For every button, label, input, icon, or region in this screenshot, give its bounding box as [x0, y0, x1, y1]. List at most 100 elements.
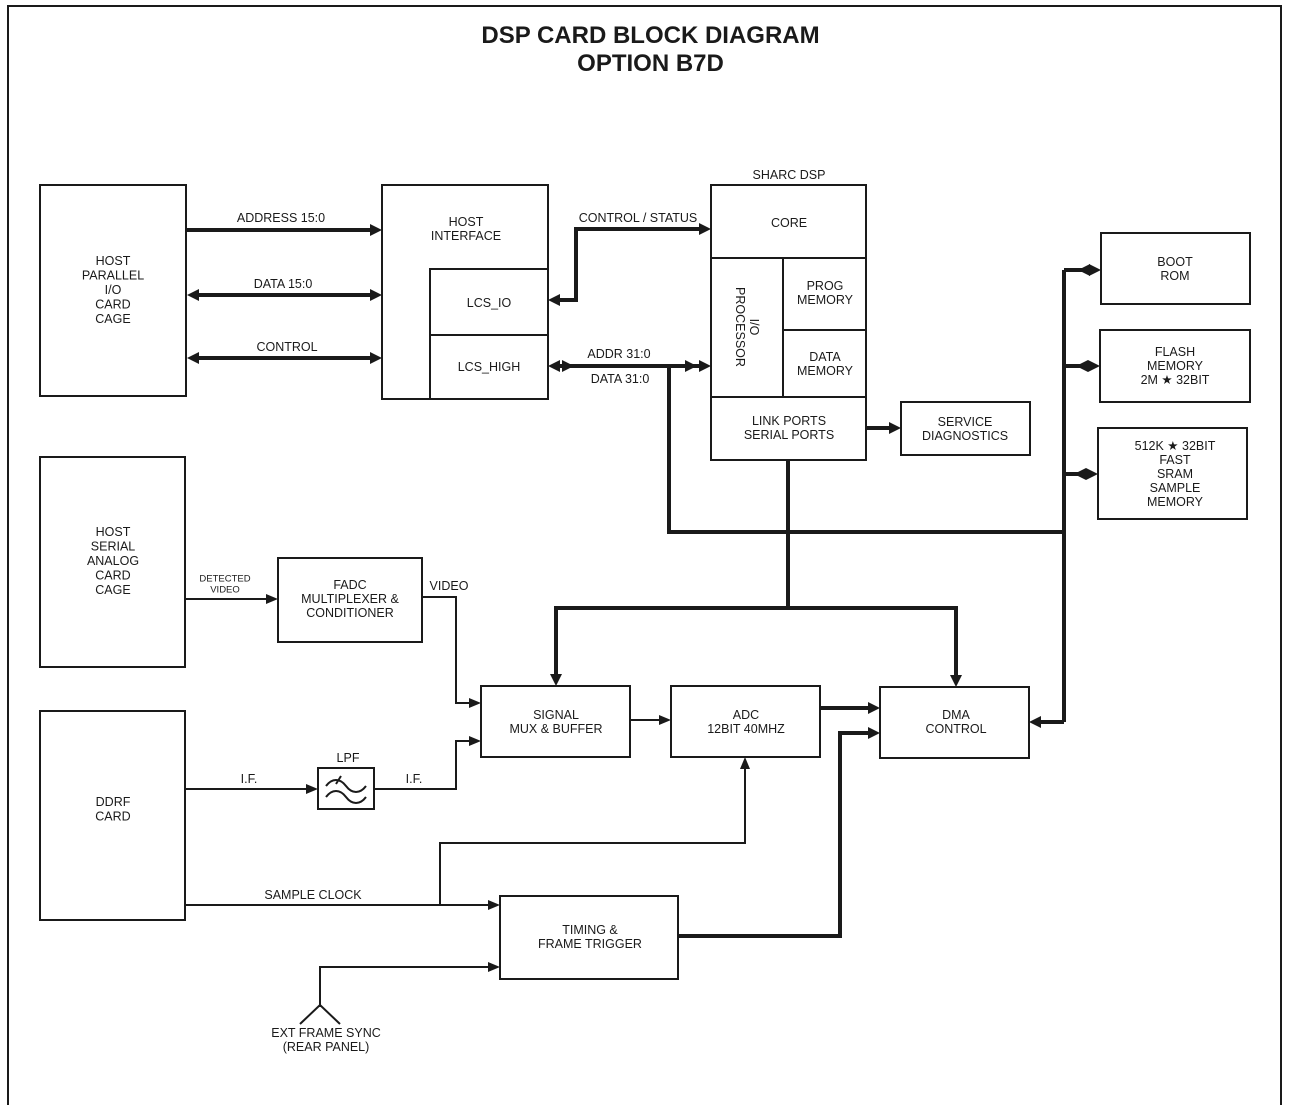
label-line: SERIAL PORTS — [744, 428, 834, 442]
label-line: I/O — [747, 319, 761, 336]
title-line-2: OPTION B7D — [577, 50, 724, 77]
label-line: HOST — [96, 254, 131, 268]
label-line: FADC — [333, 578, 366, 592]
data31-label: DATA 31:0 — [591, 372, 650, 386]
label-line: ANALOG — [87, 554, 139, 568]
label-line: FRAME TRIGGER — [538, 937, 642, 951]
title-line-1: DSP CARD BLOCK DIAGRAM — [481, 22, 820, 49]
control-status-label: CONTROL / STATUS — [579, 211, 698, 225]
label-line: CONDITIONER — [306, 606, 394, 620]
lcs-high-label: LCS_HIGH — [458, 360, 521, 374]
label-line: CONTROL — [925, 722, 986, 736]
label-line: SIGNAL — [533, 708, 579, 722]
label-line: SAMPLE — [1150, 481, 1201, 495]
sample-clock-label: SAMPLE CLOCK — [264, 888, 362, 902]
label-line: 2M ★ 32BIT — [1141, 373, 1210, 387]
label-line: DETECTED — [199, 574, 250, 585]
data-bus-label: DATA 15:0 — [254, 277, 313, 291]
label-line: SERVICE — [938, 415, 993, 429]
label-line: LCS_HIGH — [458, 360, 521, 374]
label-line: ROM — [1160, 269, 1189, 283]
sharc-dsp-label: SHARC DSP — [753, 168, 826, 182]
label-line: MEMORY — [797, 364, 854, 378]
addr31-label: ADDR 31:0 — [587, 347, 650, 361]
ext-frame-sync-label: EXT FRAME SYNC(REAR PANEL) — [271, 1026, 381, 1054]
lpf-label: LPF — [337, 751, 360, 765]
label-line: VIDEO — [210, 585, 240, 596]
label-line: MUX & BUFFER — [509, 722, 602, 736]
label-line: 12BIT 40MHZ — [707, 722, 785, 736]
label-line: DIAGNOSTICS — [922, 429, 1008, 443]
label-line: FLASH — [1155, 345, 1195, 359]
label-line: LINK PORTS — [752, 414, 826, 428]
diagram-frame — [7, 5, 1282, 1105]
label-line: MEMORY — [797, 293, 854, 307]
label-line: LCS_IO — [467, 296, 512, 310]
label-line: DATA — [809, 350, 841, 364]
if-out-label: I.F. — [406, 772, 423, 786]
label-line: CARD — [95, 569, 130, 583]
core-label: CORE — [771, 216, 807, 230]
label-line: CARD — [95, 298, 130, 312]
label-line: DDRF — [96, 795, 131, 809]
label-line: TIMING & — [562, 923, 618, 937]
label-line: SERIAL — [91, 540, 136, 554]
label-line: EXT FRAME SYNC — [271, 1026, 381, 1040]
label-line: ADC — [733, 708, 759, 722]
label-line: (REAR PANEL) — [283, 1040, 370, 1054]
label-line: MULTIPLEXER & — [301, 592, 399, 606]
label-line: HOST — [449, 215, 484, 229]
label-line: DMA — [942, 708, 970, 722]
label-line: SRAM — [1157, 467, 1193, 481]
lpf-symbol-icon — [325, 779, 367, 804]
diagram-title: DSP CARD BLOCK DIAGRAM OPTION B7D — [0, 22, 1289, 78]
label-line: CORE — [771, 216, 807, 230]
timing-frame-trigger-block: TIMING &FRAME TRIGGER — [499, 895, 679, 980]
timing-label: TIMING &FRAME TRIGGER — [538, 923, 642, 951]
antenna-icon — [299, 1003, 341, 1025]
lpf-filter-block: LPF — [317, 751, 375, 810]
label-line: PARALLEL — [82, 269, 144, 283]
address-bus-label: ADDRESS 15:0 — [237, 211, 325, 225]
label-line: BOOT — [1157, 255, 1193, 269]
label-line: PROG — [807, 279, 844, 293]
label-line: I/O — [105, 283, 122, 297]
if-in-label: I.F. — [241, 772, 258, 786]
label-line: MEMORY — [1147, 495, 1204, 509]
label-line: CAGE — [95, 312, 130, 326]
label-line: HOST — [96, 525, 131, 539]
control-bus-label: CONTROL — [256, 340, 317, 354]
label-line: CARD — [95, 809, 130, 823]
label-line: MEMORY — [1147, 359, 1204, 373]
video-label: VIDEO — [430, 579, 469, 593]
label-line: 512K ★ 32BIT — [1135, 439, 1216, 453]
label-line: INTERFACE — [431, 229, 501, 243]
